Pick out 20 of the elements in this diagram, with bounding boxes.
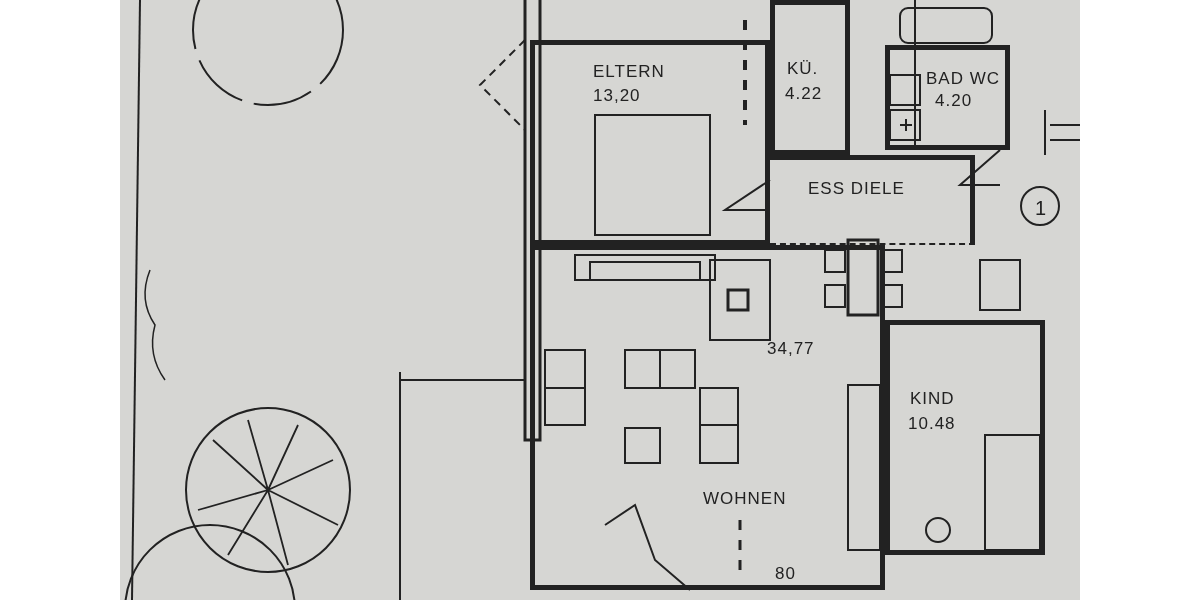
- room-outline: [770, 0, 850, 155]
- room-outline: [530, 245, 885, 590]
- room-name: BAD WC: [926, 70, 1000, 87]
- room-outline: [885, 320, 1045, 555]
- circle-number: 1: [1035, 198, 1048, 218]
- room-area: 10.48: [908, 415, 956, 432]
- room-name: KIND: [910, 390, 955, 407]
- room-name: WOHNEN: [703, 490, 787, 507]
- marker-circle: [1020, 186, 1060, 226]
- room-outline: [530, 40, 770, 245]
- room-name: KÜ.: [787, 60, 819, 77]
- room-area: 4.20: [935, 92, 973, 109]
- room-area: 13,20: [593, 87, 641, 104]
- room-area: 4.22: [785, 85, 823, 102]
- room-name: ESS DIELE: [808, 180, 905, 197]
- room-area: 34,77: [767, 340, 815, 357]
- handwritten-note: 80: [775, 565, 796, 582]
- dining-hall-area: [770, 155, 975, 245]
- room-name: ELTERN: [593, 63, 665, 80]
- room-outline: [885, 45, 1010, 150]
